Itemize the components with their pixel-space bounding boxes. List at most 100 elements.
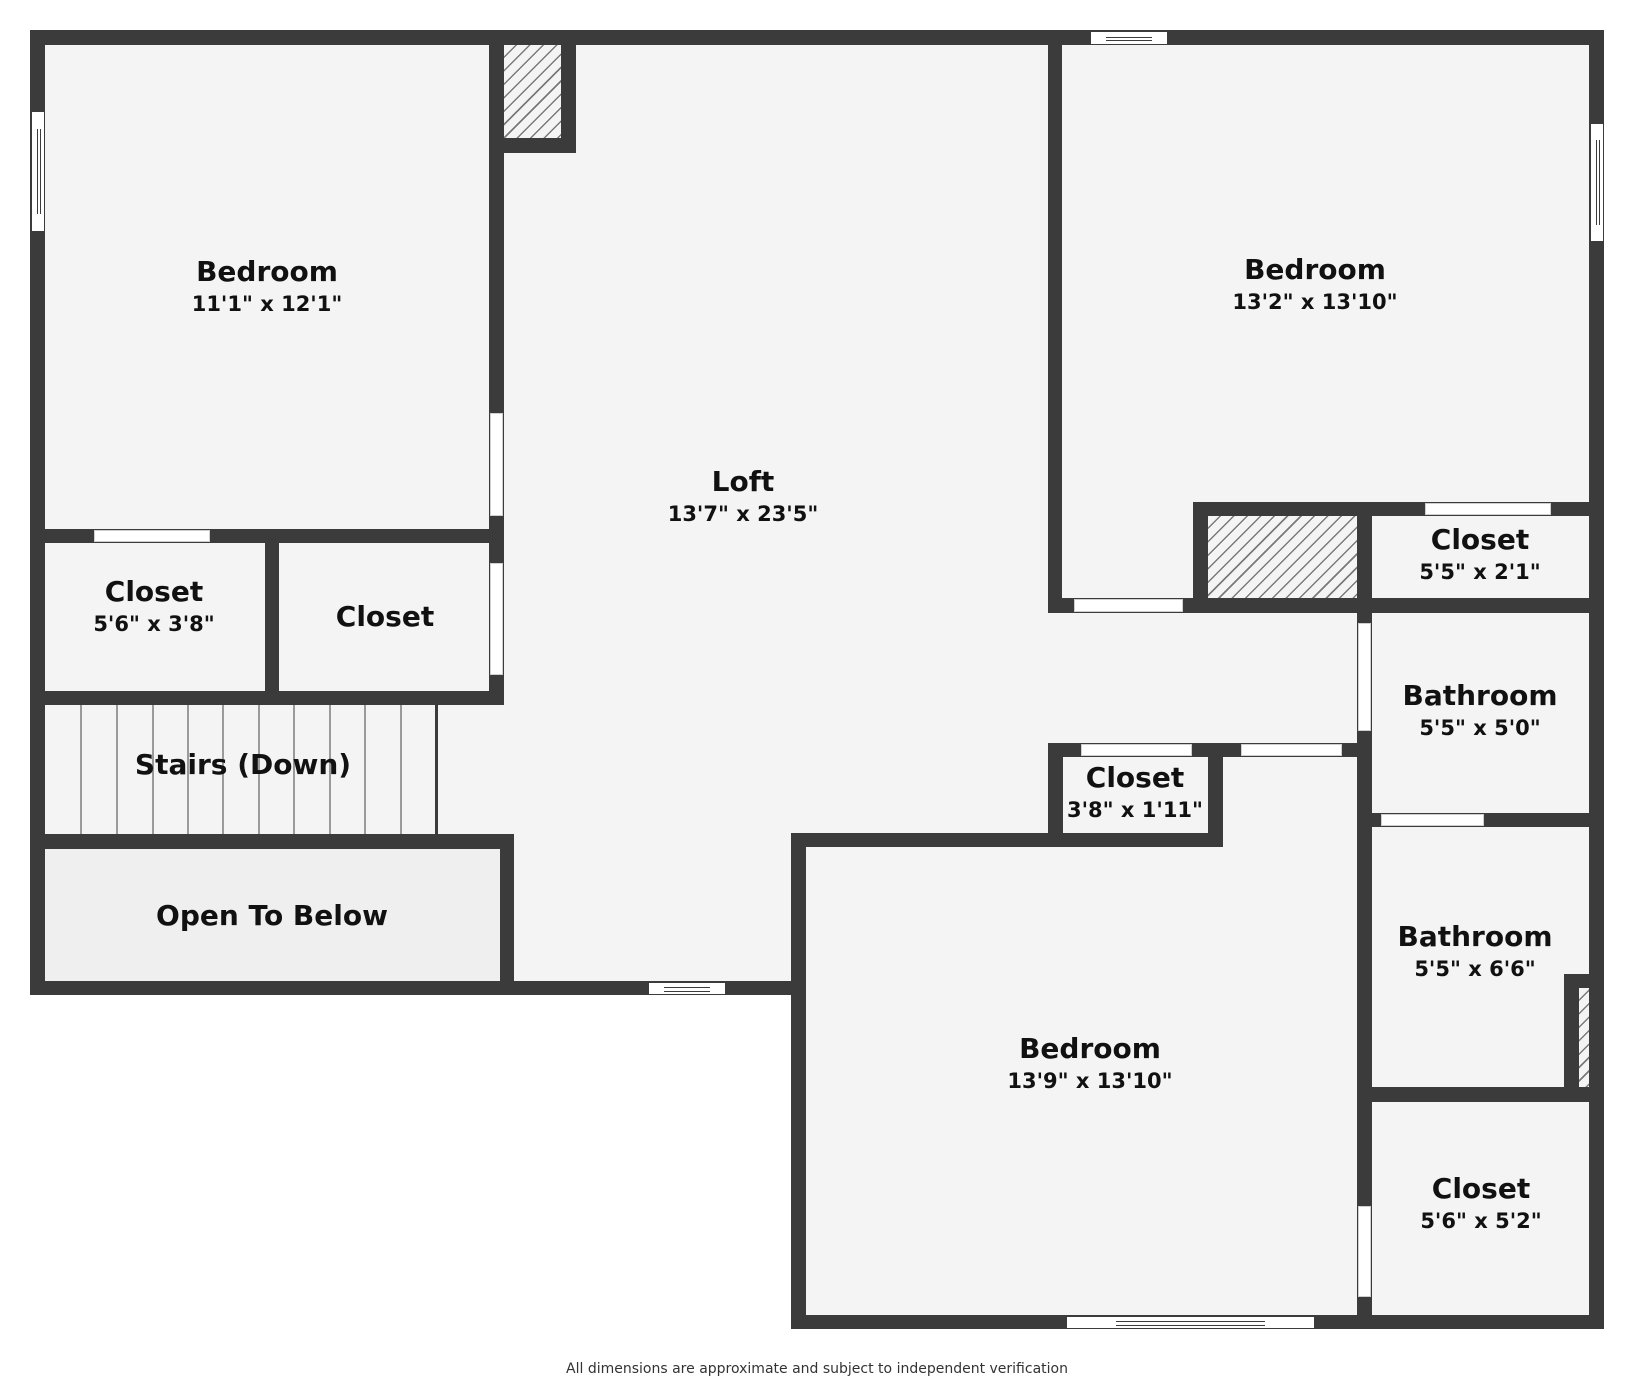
closet-3-left-wall [1357, 502, 1372, 613]
stairs-floor [45, 705, 505, 835]
window-bedroom-1-left [31, 111, 45, 232]
room-dimensions: 5'6" x 5'2" [1420, 1209, 1542, 1233]
window-bedroom-3-bottom [1066, 1316, 1315, 1329]
bathroom-2-door[interactable] [1381, 814, 1484, 826]
window-bedroom-2-top [1090, 31, 1168, 45]
bedroom-3-left-wall [791, 833, 806, 1329]
bedroom-3-alcove-floor [1223, 757, 1357, 847]
chase-top-hatch [504, 45, 561, 138]
chase-bath-left-wall [1564, 974, 1579, 1102]
room-label-closet-1: Closet 5'6" x 3'8" [93, 575, 214, 639]
closet-4-right-wall [1208, 743, 1223, 847]
stair-tread [293, 705, 295, 834]
closet-3-door[interactable] [1425, 503, 1551, 515]
room-name: Closet [1430, 523, 1530, 556]
bedroom-3-floor [805, 847, 1357, 1315]
room-name: Closet [104, 575, 204, 608]
stair-tread [152, 705, 154, 834]
chase-right-hatch [1208, 516, 1357, 598]
room-label-bathroom-1: Bathroom 5'5" x 5'0" [1402, 679, 1557, 743]
room-dimensions: 13'7" x 23'5" [667, 502, 819, 526]
bedroom-1-floor [45, 45, 490, 529]
bedroom-1-door[interactable] [490, 413, 503, 516]
room-label-closet-2: Closet [336, 600, 434, 634]
bedroom-2-left-wall [1048, 30, 1062, 613]
closet-2-floor [279, 543, 491, 691]
stair-tread [116, 705, 118, 834]
bathroom-2-floor [1372, 827, 1589, 1087]
closet-3-bottom-wall [1357, 598, 1604, 613]
closet-2-door[interactable] [490, 563, 503, 675]
bedroom-3-door[interactable] [1241, 744, 1342, 756]
closet-3-floor [1372, 516, 1589, 598]
room-name: Open To Below [156, 899, 388, 932]
chase-right-left-wall [1193, 502, 1208, 613]
stair-tread [364, 705, 366, 834]
stairs-top-wall [30, 691, 504, 705]
bedroom-2-door[interactable] [1074, 599, 1183, 612]
room-name: Loft [711, 465, 775, 498]
open-to-below-right-wall [500, 834, 514, 995]
stair-tread [329, 705, 331, 834]
room-name: Closet [1431, 1172, 1531, 1205]
closet-5-door[interactable] [1358, 1206, 1371, 1297]
room-label-open-to-below: Open To Below [156, 899, 388, 933]
room-dimensions: 5'5" x 6'6" [1414, 957, 1536, 981]
room-label-bathroom-2: Bathroom 5'5" x 6'6" [1397, 920, 1552, 984]
outer-wall-right [1589, 30, 1604, 1329]
window-bedroom-2-right [1590, 123, 1604, 242]
chase-bath-top-wall [1564, 974, 1604, 988]
bathroom-1-door[interactable] [1358, 623, 1371, 731]
room-dimensions: 5'5" x 5'0" [1419, 716, 1541, 740]
open-to-below-area [45, 849, 500, 981]
closet-4-left-wall [1048, 743, 1063, 847]
stair-tread [258, 705, 260, 834]
stair-tread [400, 705, 402, 834]
bathroom-2-bottom-wall [1357, 1087, 1604, 1102]
room-label-bedroom-3: Bedroom 13'9" x 13'10" [1007, 1032, 1172, 1096]
room-name: Closet [1085, 761, 1185, 794]
room-dimensions: 5'5" x 2'1" [1419, 560, 1541, 584]
room-dimensions: 13'9" x 13'10" [1007, 1069, 1173, 1093]
closet-divider-wall [265, 529, 279, 705]
stair-tread [222, 705, 224, 834]
closet-1-door[interactable] [94, 530, 210, 542]
room-label-closet-4: Closet 3'8" x 1'11" [1067, 761, 1203, 825]
bathroom-1-floor [1372, 613, 1589, 813]
outer-wall-bottom-left [30, 981, 805, 995]
stair-end-line [435, 705, 438, 834]
room-label-stairs: Stairs (Down) [135, 748, 351, 782]
closet-4-floor [1063, 757, 1208, 832]
outer-wall-top [30, 30, 1604, 45]
room-name: Bedroom [1019, 1032, 1161, 1065]
chase-top-bottom-wall [489, 138, 576, 153]
room-dimensions: 3'8" x 1'11" [1067, 798, 1203, 822]
room-name: Closet [335, 600, 435, 633]
disclaimer-text: All dimensions are approximate and subje… [566, 1361, 1068, 1377]
loft-floor [504, 45, 1048, 981]
chase-top-right-wall [561, 30, 576, 153]
window-loft-bottom [648, 982, 726, 995]
room-name: Bedroom [1244, 253, 1386, 286]
closet-5-floor [1372, 1102, 1589, 1315]
room-dimensions: 11'1" x 12'1" [191, 292, 343, 316]
closet-1-floor [45, 543, 267, 691]
chase-bath-hatch [1579, 988, 1589, 1087]
room-name: Bathroom [1397, 920, 1553, 953]
room-label-loft: Loft 13'7" x 23'5" [668, 465, 819, 529]
room-label-closet-5: Closet 5'6" x 5'2" [1420, 1172, 1541, 1236]
outer-wall-left [30, 30, 45, 995]
stair-tread [187, 705, 189, 834]
closet-4-door[interactable] [1081, 744, 1192, 756]
room-dimensions: 5'6" x 3'8" [93, 612, 215, 636]
open-to-below-top-wall [30, 834, 514, 849]
room-label-closet-3: Closet 5'5" x 2'1" [1419, 523, 1540, 587]
stair-tread [80, 705, 82, 834]
room-name: Stairs (Down) [134, 748, 352, 781]
room-name: Bathroom [1402, 679, 1558, 712]
bathroom-column-left-wall [1357, 598, 1372, 1329]
room-label-bedroom-2: Bedroom 13'2" x 13'10" [1232, 253, 1397, 317]
room-name: Bedroom [196, 255, 338, 288]
room-label-bedroom-1: Bedroom 11'1" x 12'1" [192, 255, 343, 319]
room-dimensions: 13'2" x 13'10" [1232, 290, 1398, 314]
